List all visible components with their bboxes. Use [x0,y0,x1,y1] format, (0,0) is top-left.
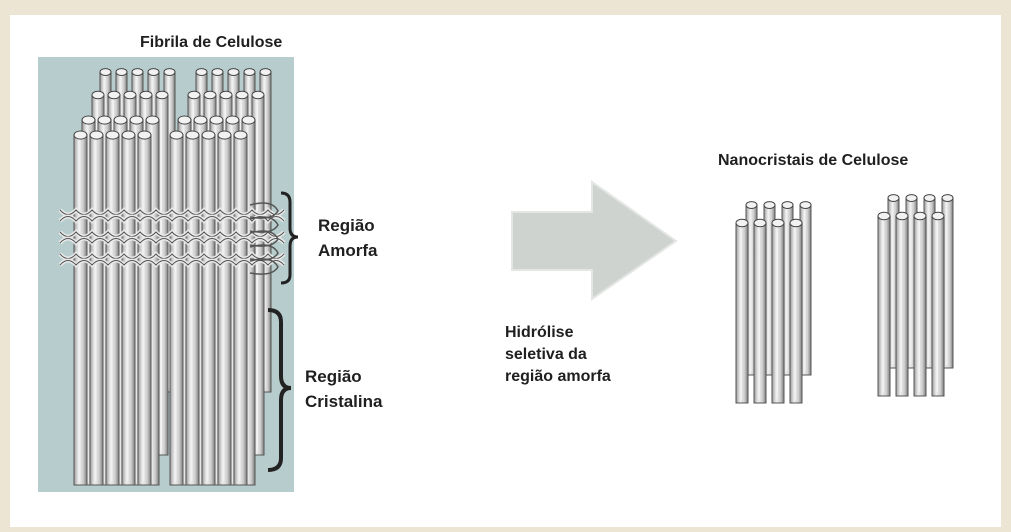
fiber-rod [202,131,215,485]
nanocrystal-rod [736,219,748,403]
nanocrystal-bundle-left [736,202,811,403]
nanocrystal-rod [772,219,784,403]
fiber-rod [138,131,151,485]
nanocrystal-title: Nanocristais de Celulose [718,152,908,170]
fiber-rod [90,131,103,485]
amorphous-label-line1: Região [318,213,378,238]
crystalline-region-label: Região Cristalina [305,364,382,414]
fiber-rod [234,131,247,485]
nanocrystal-rod [754,219,766,403]
hydrolysis-label-line2: seletiva da [505,344,611,366]
hydrolysis-label-line3: região amorfa [505,366,611,388]
cellulose-fibril [74,69,271,485]
nanocrystal-rod [878,212,890,396]
nanocrystal-bundle-right [878,195,953,396]
nanocrystal-rod [790,219,802,403]
amorphous-label-line2: Amorfa [318,238,378,263]
nanocrystal-rod [896,212,908,396]
fibril-title: Fibrila de Celulose [140,34,282,52]
crystalline-label-line1: Região [305,364,382,389]
fiber-rod [122,131,135,485]
fiber-rod [74,131,87,485]
nanocrystal-rod [932,212,944,396]
amorphous-region-label: Região Amorfa [318,213,378,263]
fiber-rod [170,131,183,485]
fiber-rod [186,131,199,485]
fiber-rod [218,131,231,485]
hydrolysis-label: Hidrólise seletiva da região amorfa [505,322,611,388]
fiber-rod [106,131,119,485]
crystalline-label-line2: Cristalina [305,389,382,414]
hydrolysis-label-line1: Hidrólise [505,322,611,344]
right-arrow-icon [512,182,676,299]
nanocrystal-rod [914,212,926,396]
